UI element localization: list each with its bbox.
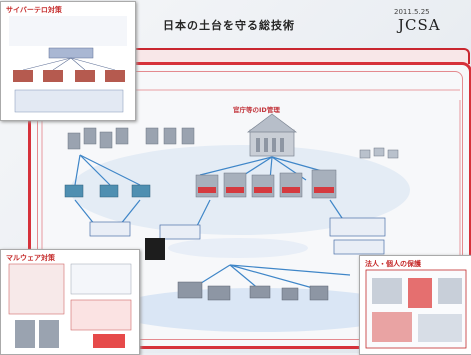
client-pcs-right [359, 147, 399, 159]
network-switches [64, 184, 151, 198]
government-id-label: 官庁等のID管理 [233, 106, 280, 114]
endpoint-devices [177, 281, 329, 301]
inset-cyber-terror: サイバーテロ対策 [0, 1, 136, 121]
cyber-terror-diagram [9, 16, 127, 113]
cloud-region-lower [110, 288, 410, 332]
document-title: 日本の土台を守る総技術 [163, 19, 295, 32]
document-date: 2011.5.25 [394, 8, 430, 16]
inset-corporate-protection: 法人・個人の保護 [359, 255, 471, 355]
malware-diagram [8, 263, 132, 348]
terminal-device-icon [145, 238, 165, 260]
server-cluster-left [67, 127, 195, 150]
cloud-region-middle [168, 238, 308, 258]
inset-malware: マルウェア対策 [0, 249, 140, 355]
corporate-protection-diagram [365, 269, 467, 349]
government-building-icon [246, 113, 298, 157]
inset-malware-title: マルウェア対策 [6, 254, 55, 262]
organization-logo: JCSA [398, 16, 441, 34]
inset-cyber-title: サイバーテロ対策 [6, 6, 62, 14]
server-cluster-center [195, 169, 337, 199]
info-boxes [89, 217, 386, 255]
inset-corp-title: 法人・個人の保護 [365, 260, 421, 268]
